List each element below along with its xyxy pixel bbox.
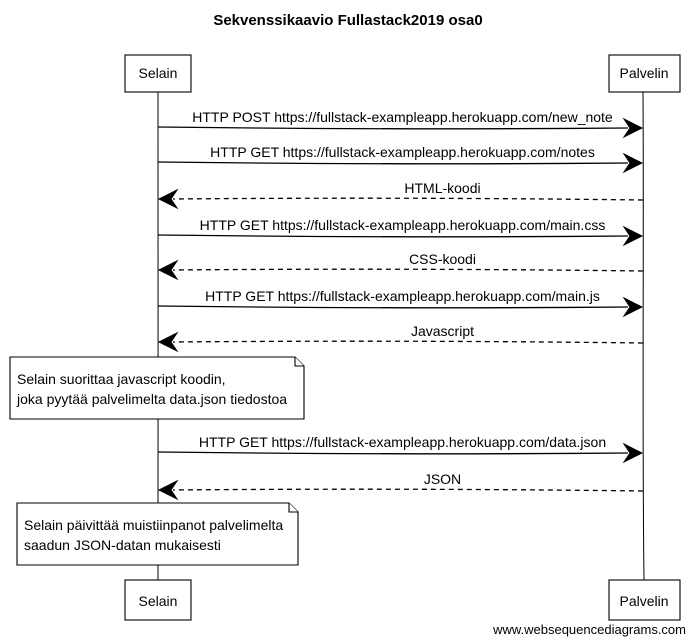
participant-browser-bottom: Selain	[124, 579, 192, 621]
message-3: HTML-koodi	[157, 180, 644, 210]
arrowhead	[622, 152, 644, 174]
message-2: HTTP GET https://fullstack-exampleapp.he…	[157, 144, 644, 174]
message-1: HTTP POST https://fullstack-exampleapp.h…	[157, 109, 644, 139]
message-label: Javascript	[411, 323, 474, 339]
message-line	[157, 234, 629, 238]
note-line: joka pyytää palvelimelta data.json tiedo…	[16, 391, 287, 407]
note-box	[9, 356, 305, 420]
note-line: Selain suorittaa javascript koodin,	[17, 371, 226, 387]
arrowhead	[622, 117, 644, 139]
message-line	[157, 305, 629, 309]
message-label: HTTP GET https://fullstack-exampleapp.he…	[200, 217, 606, 233]
arrowhead	[157, 331, 179, 353]
participant-server-bottom: Palvelin	[608, 579, 681, 621]
message-5: CSS-koodi	[157, 251, 644, 281]
arrowhead	[622, 296, 644, 318]
lifeline-server	[642, 91, 645, 581]
note-2: Selain päivittää muistiinpanot palvelime…	[16, 502, 299, 566]
message-label: HTTP GET https://fullstack-exampleapp.he…	[210, 144, 595, 160]
arrowhead	[157, 259, 179, 281]
message-6: HTTP GET https://fullstack-exampleapp.he…	[157, 288, 644, 318]
diagram-title: Sekvenssikaavio Fullastack2019 osa0	[213, 12, 482, 29]
messages: HTTP POST https://fullstack-exampleapp.h…	[157, 109, 644, 501]
participant-server-label: Palvelin	[619, 65, 668, 81]
message-line	[157, 451, 629, 455]
message-8: HTTP GET https://fullstack-exampleapp.he…	[157, 434, 644, 464]
message-line	[172, 340, 644, 344]
message-label: CSS-koodi	[409, 251, 476, 267]
message-label: HTTP GET https://fullstack-exampleapp.he…	[205, 288, 600, 304]
note-fold	[294, 357, 304, 367]
message-label: JSON	[424, 471, 461, 487]
notes: Selain suorittaa javascript koodin, joka …	[9, 356, 305, 566]
arrowhead	[622, 225, 644, 247]
arrowhead	[622, 442, 644, 464]
message-line	[157, 161, 629, 165]
participant-server-top: Palvelin	[608, 54, 681, 93]
message-9: JSON	[157, 471, 644, 501]
credit-text: www.websequencediagrams.com	[492, 622, 686, 637]
note-fold	[288, 503, 298, 513]
arrowhead	[157, 479, 179, 501]
note-line: saadun JSON-datan mukaisesti	[24, 537, 221, 553]
arrowhead	[157, 188, 179, 210]
message-line	[157, 126, 629, 130]
message-label: HTML-koodi	[404, 180, 480, 196]
participant-server-label: Palvelin	[619, 593, 668, 609]
note-box	[16, 502, 299, 566]
message-line	[172, 488, 644, 492]
participant-browser-top: Selain	[124, 54, 192, 93]
message-label: HTTP POST https://fullstack-exampleapp.h…	[192, 109, 613, 125]
participant-browser-label: Selain	[139, 65, 178, 81]
participant-browser-label: Selain	[139, 593, 178, 609]
message-7: Javascript	[157, 323, 644, 353]
note-line: Selain päivittää muistiinpanot palvelime…	[24, 517, 283, 533]
message-line	[172, 197, 644, 201]
message-4: HTTP GET https://fullstack-exampleapp.he…	[157, 217, 644, 247]
note-1: Selain suorittaa javascript koodin, joka …	[9, 356, 305, 420]
message-line	[172, 268, 644, 272]
message-label: HTTP GET https://fullstack-exampleapp.he…	[199, 434, 606, 450]
